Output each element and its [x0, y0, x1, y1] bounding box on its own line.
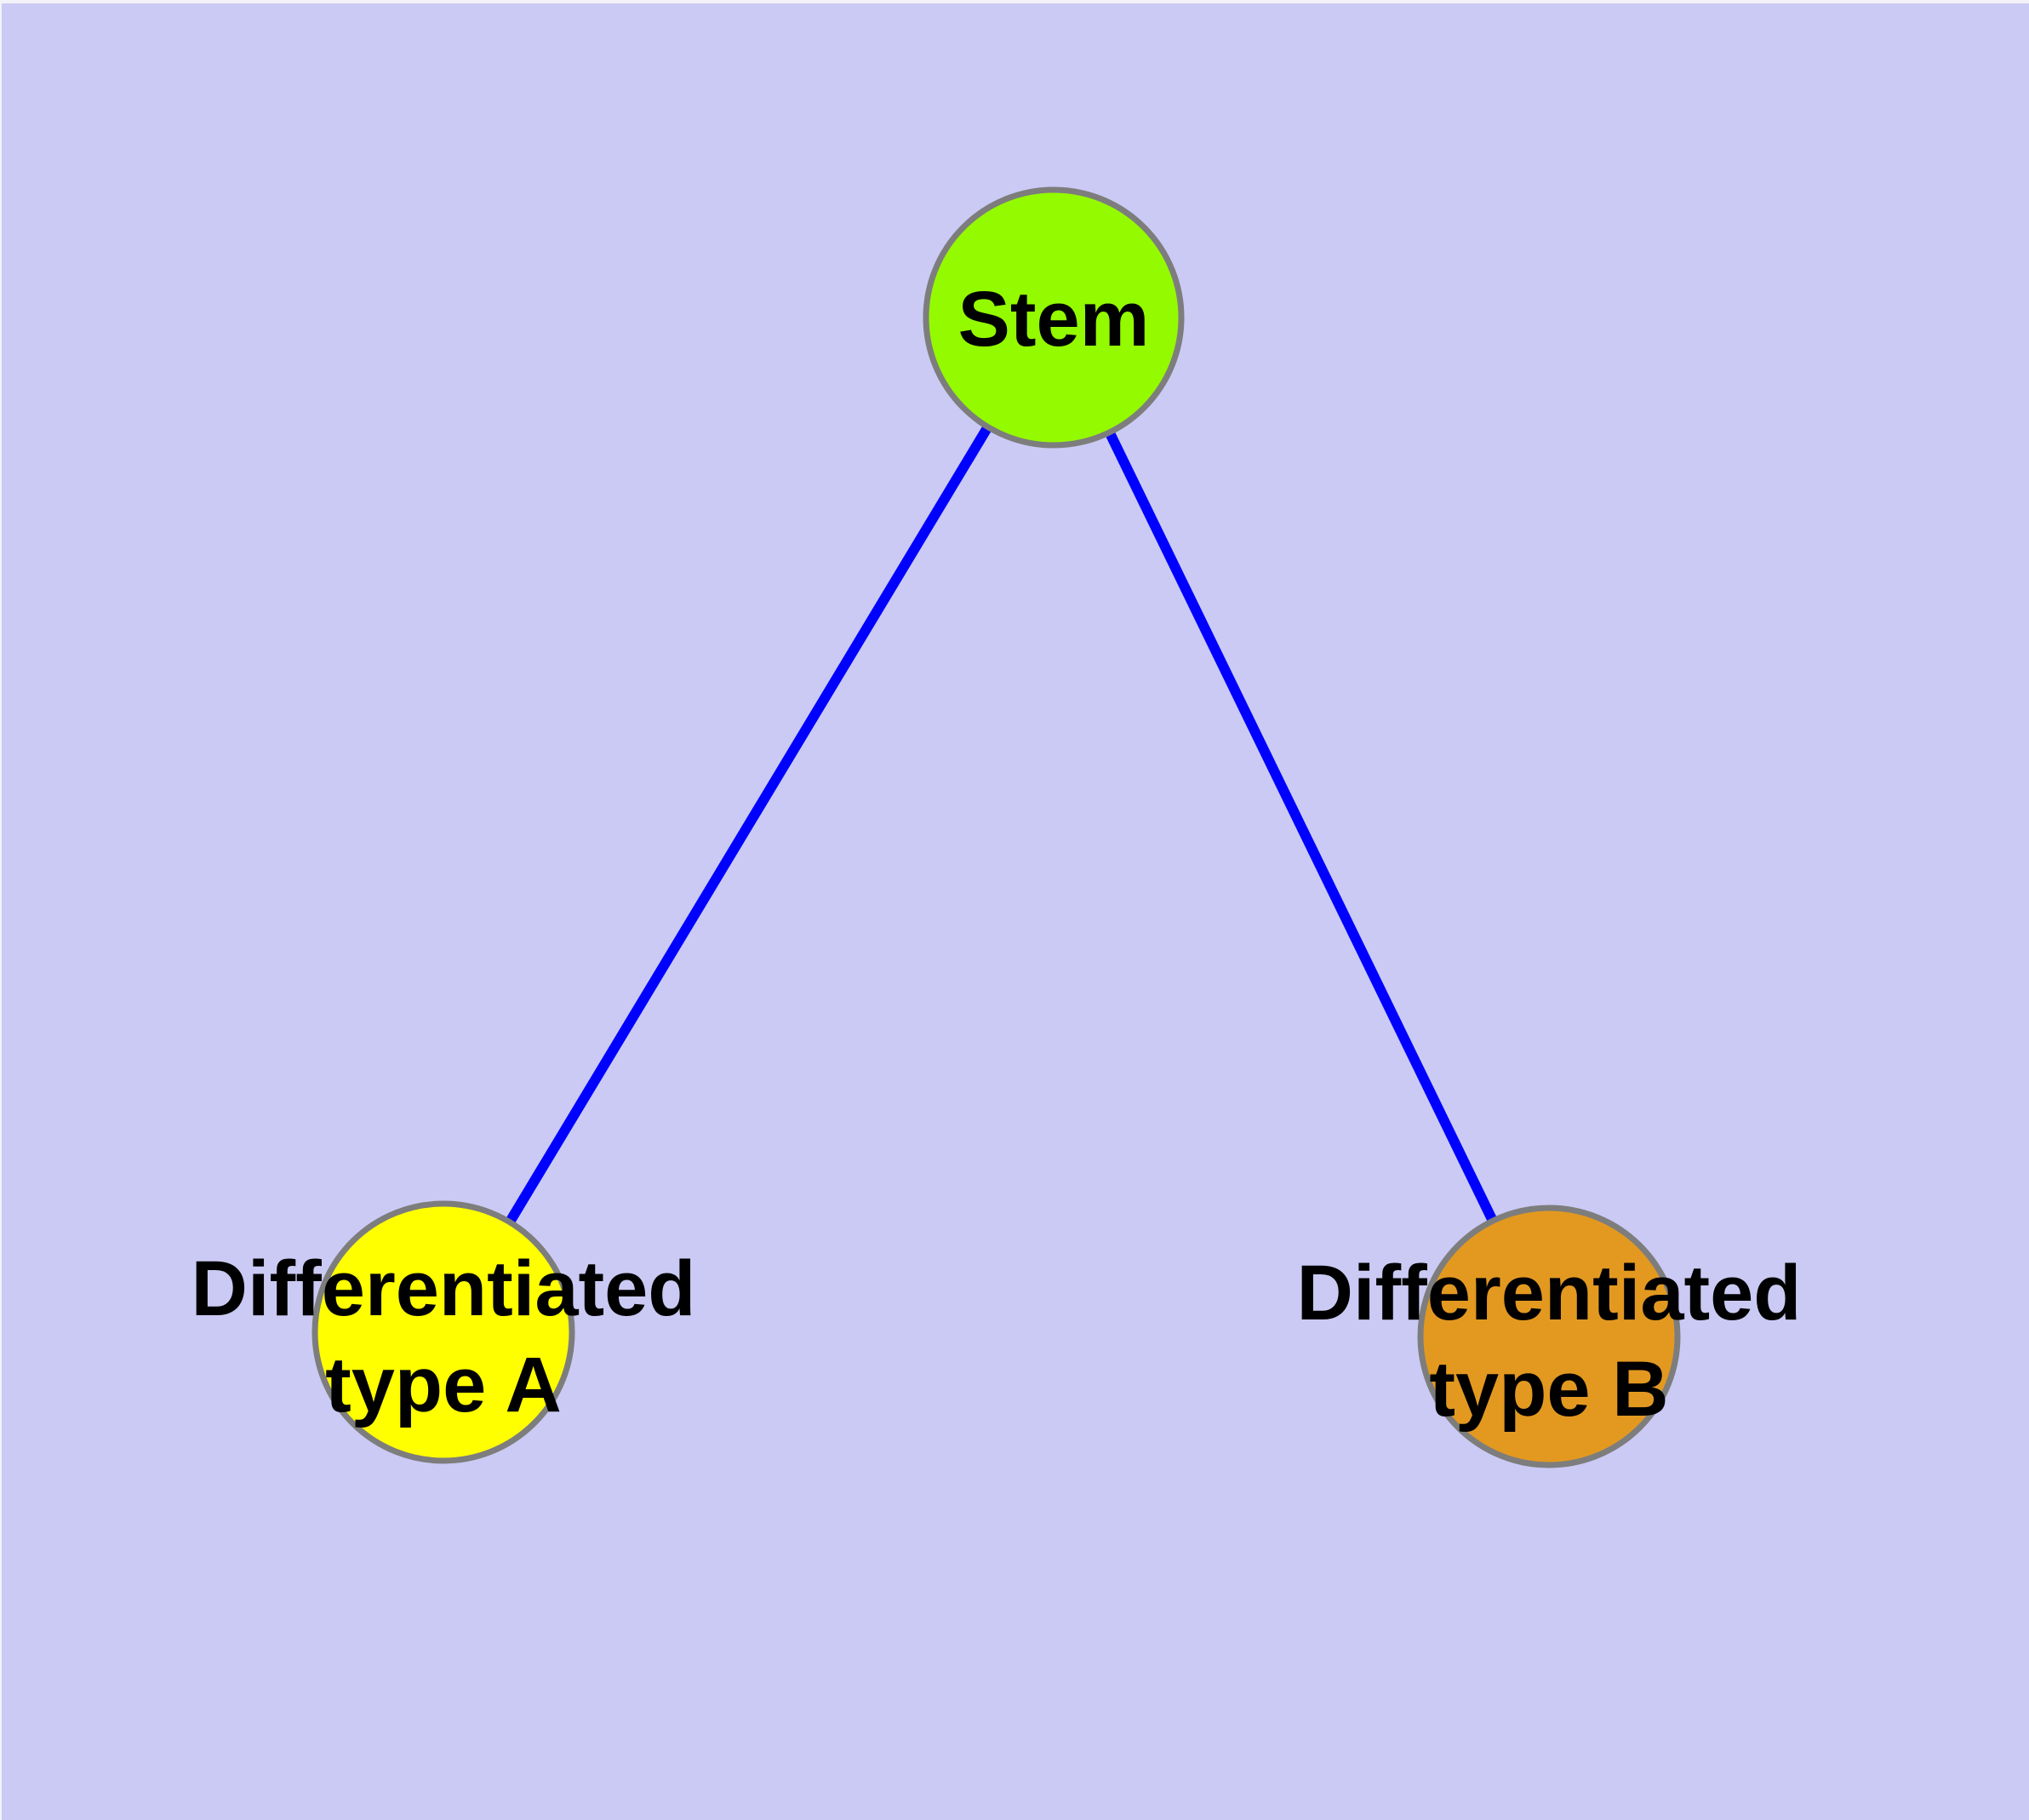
node-stem-label-line-1: Stem	[958, 276, 1150, 363]
node-stem-label: Stem	[958, 276, 1150, 363]
node-stem-circle	[923, 186, 1185, 449]
edge-stem-to-differentiated-type-a	[438, 314, 1059, 1336]
node-differentiated-type-b-label-line-1: Differentiated	[1297, 1250, 1802, 1336]
node-differentiated-type-b-label-line-2: type B	[1429, 1346, 1668, 1433]
node-differentiated-type-b-circle	[1417, 1205, 1681, 1468]
node-differentiated-type-a-circle	[311, 1200, 575, 1464]
edge-stem-to-differentiated-type-b	[1049, 315, 1554, 1339]
node-differentiated-type-b-label: Differentiated type B	[1297, 1250, 1802, 1433]
node-differentiated-type-a-label-line-1: Differentiated	[191, 1245, 696, 1332]
node-differentiated-type-a-label: Differentiated type A	[191, 1245, 696, 1428]
node-differentiated-type-a-label-line-2: type A	[325, 1342, 562, 1428]
